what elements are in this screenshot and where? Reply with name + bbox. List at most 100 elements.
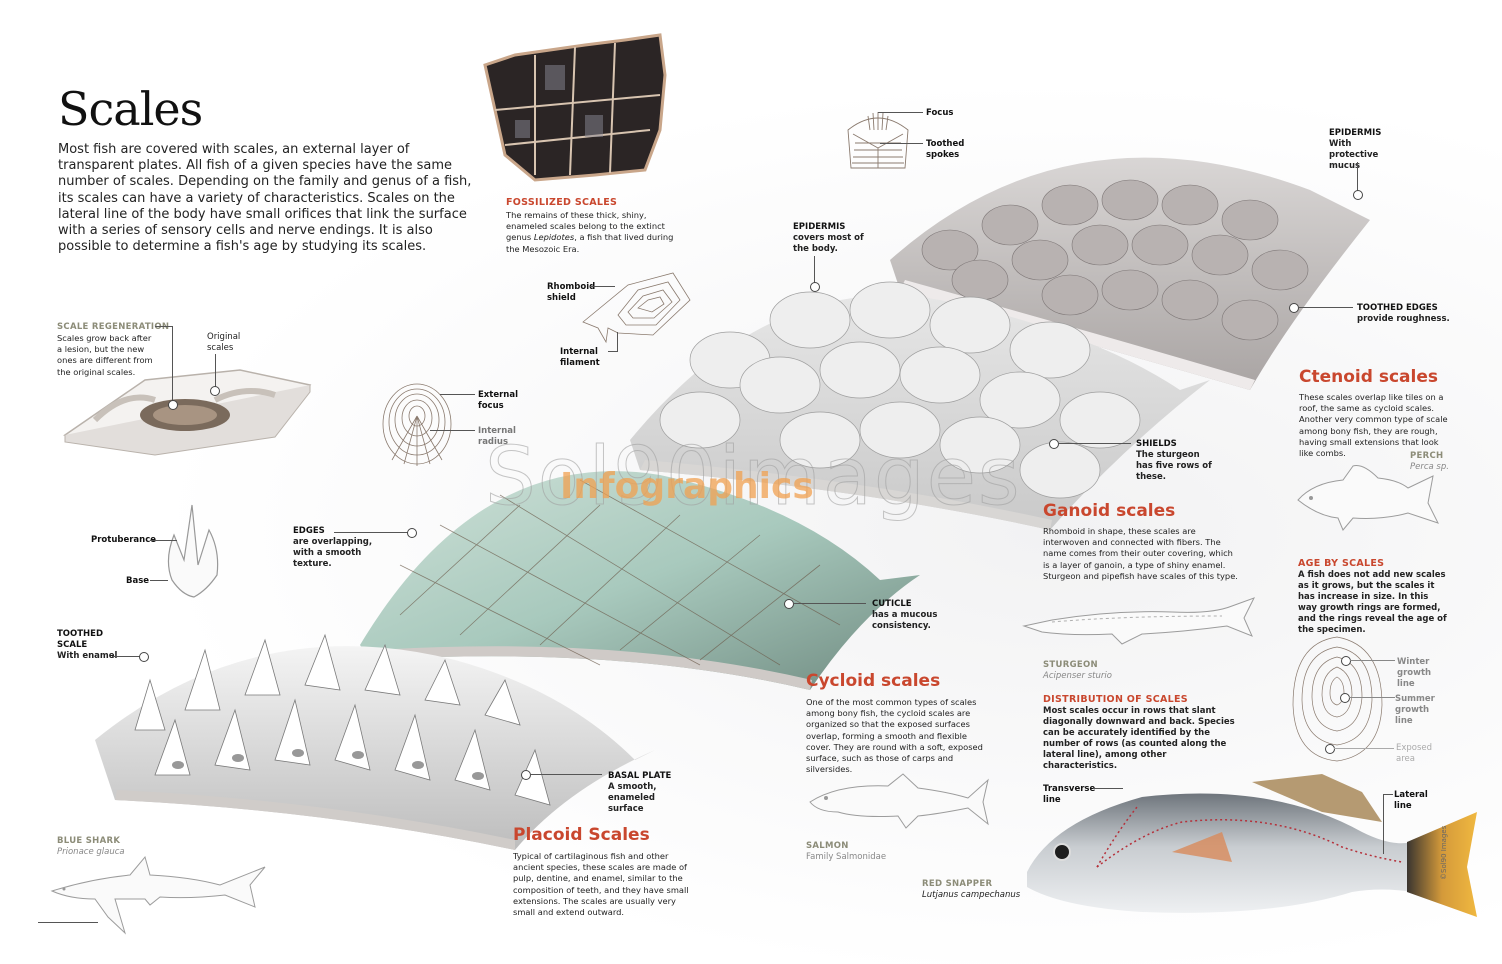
cuticle-leader <box>793 603 866 604</box>
cycloid-title: Cycloid scales <box>806 671 941 691</box>
salmon-latin: Family Salmonidae <box>806 852 887 862</box>
lateral-leader <box>1383 794 1384 854</box>
cycloid-scale-diagram <box>382 383 452 466</box>
page-rule <box>38 922 98 923</box>
basal-plate-title: BASAL PLATE <box>608 771 672 781</box>
blue-shark-illustration <box>50 855 266 935</box>
ctenoid-text: These scales overlap like tiles on a roo… <box>1299 392 1448 459</box>
growth-rings-diagram <box>1292 636 1383 762</box>
regeneration-heading: SCALE REGENERATION <box>57 322 170 332</box>
base-leader <box>150 580 168 581</box>
blue-shark-name: BLUE SHARK <box>57 836 121 846</box>
basal-plate-text: A smooth, enameled surface <box>608 782 657 814</box>
callout-dot <box>210 386 220 396</box>
sturgeon-name: STURGEON <box>1043 660 1098 670</box>
perch-illustration <box>1297 465 1439 531</box>
callout-dot <box>784 599 794 609</box>
internal-radius-leader <box>430 430 475 431</box>
transverse-leader <box>1093 788 1123 789</box>
toothed-scale-leader <box>112 656 140 657</box>
transverse-line-label: Transverse line <box>1043 784 1096 805</box>
protuberance-leader <box>150 540 177 541</box>
callout-dot <box>1325 744 1335 754</box>
red-snapper-latin: Lutjanus campechanus <box>922 890 1021 900</box>
sturgeon-latin: Acipenser sturio <box>1043 671 1112 681</box>
external-focus-leader <box>440 394 475 395</box>
distribution-text: Most scales occur in rows that slant dia… <box>1043 706 1235 771</box>
epidermis-ctenoid-leader <box>1357 162 1358 192</box>
toothed-scale-title: TOOTHED SCALE <box>57 629 104 650</box>
salmon-illustration <box>809 773 989 829</box>
fossilized-text: The remains of these thick, shiny, ename… <box>506 210 674 254</box>
regeneration-illustration <box>62 369 312 456</box>
internal-filament-label: Internal filament <box>560 347 600 368</box>
ctenoid-scale-diagram <box>847 112 909 169</box>
callout-dot <box>1341 656 1351 666</box>
summer-leader <box>1349 697 1395 698</box>
regeneration-text: Scales grow back after a lesion, but the… <box>57 333 153 377</box>
shields-leader <box>1058 443 1131 444</box>
internal-radius-label: Internal radius <box>478 426 516 447</box>
callout-dot <box>1340 693 1350 703</box>
edges-text: are overlapping, with a smooth texture. <box>293 537 373 569</box>
focus-leader <box>878 112 923 113</box>
shields-text: The sturgeon has five rows of these. <box>1136 450 1212 482</box>
exposed-leader <box>1334 748 1394 749</box>
ctenoid-skin-layer <box>890 157 1370 390</box>
placoid-title: Placoid Scales <box>513 825 650 845</box>
copyright-credit: ©Sol90 Images <box>1440 825 1448 880</box>
placoid-text: Typical of cartilaginous fish and other … <box>513 851 689 918</box>
toothed-edges-leader <box>1298 307 1353 308</box>
focus-label: Focus <box>926 108 954 118</box>
edges-leader <box>334 532 408 533</box>
epidermis-ganoid-title: EPIDERMIS <box>793 222 846 232</box>
exposed-label: Exposed area <box>1396 743 1433 764</box>
age-text: A fish does not add new scales as it gro… <box>1298 570 1447 635</box>
sturgeon-illustration <box>1022 597 1256 645</box>
regeneration-leader <box>172 326 173 404</box>
callout-dot <box>168 400 178 410</box>
filament-leader <box>617 332 618 352</box>
watermark-text: Sol90images <box>485 430 1022 524</box>
lateral-line-label: Lateral line <box>1394 790 1428 811</box>
placoid-tooth-diagram <box>167 504 219 598</box>
callout-dot <box>521 770 531 780</box>
cycloid-skin-layer <box>360 471 920 690</box>
winter-label: Winter growth line <box>1397 657 1432 689</box>
toothed-scale-text: With enamel <box>57 651 118 661</box>
red-snapper-photo <box>1027 774 1477 917</box>
epidermis-ctenoid-title: EPIDERMIS <box>1329 128 1382 138</box>
fossilized-scales-image <box>483 33 667 182</box>
toothed-edges-text: provide roughness. <box>1357 314 1450 324</box>
ganoid-text: Rhomboid in shape, these scales are inte… <box>1043 526 1238 581</box>
perch-name: PERCH <box>1410 451 1444 461</box>
filament-leader <box>608 351 618 352</box>
perch-latin: Perca sp. <box>1410 462 1449 472</box>
ganoid-rhomboid-diagram <box>582 272 691 344</box>
callout-dot <box>1353 190 1363 200</box>
cuticle-title: CUTICLE <box>872 599 912 609</box>
distribution-heading: DISTRIBUTION OF SCALES <box>1043 694 1188 705</box>
toothed-spokes-label: Toothed spokes <box>926 139 965 160</box>
regeneration-leader <box>155 326 173 327</box>
page-title: Scales <box>58 82 203 136</box>
base-label: Base <box>126 576 150 586</box>
age-heading: AGE BY SCALES <box>1298 558 1385 569</box>
cuticle-text: has a mucous consistency. <box>872 610 938 631</box>
epidermis-ganoid-leader <box>814 256 815 284</box>
external-focus-label: External focus <box>478 390 519 411</box>
protuberance-label: Protuberance <box>91 535 157 545</box>
edges-title: EDGES <box>293 526 325 536</box>
rhomboid-leader <box>590 286 615 287</box>
summer-label: Summer growth line <box>1395 694 1435 726</box>
toothed-edges-title: TOOTHED EDGES <box>1357 303 1438 313</box>
fossilized-heading: FOSSILIZED SCALES <box>506 197 618 208</box>
placoid-skin-layer <box>95 633 655 850</box>
basal-plate-leader <box>530 774 602 775</box>
blue-shark-latin: Prionace glauca <box>57 847 125 857</box>
callout-dot <box>1289 303 1299 313</box>
epidermis-ganoid-text: covers most of the body. <box>793 233 864 254</box>
watermark-overlay: Infographics <box>560 466 814 507</box>
red-snapper-name: RED SNAPPER <box>922 879 993 889</box>
winter-leader <box>1350 660 1395 661</box>
